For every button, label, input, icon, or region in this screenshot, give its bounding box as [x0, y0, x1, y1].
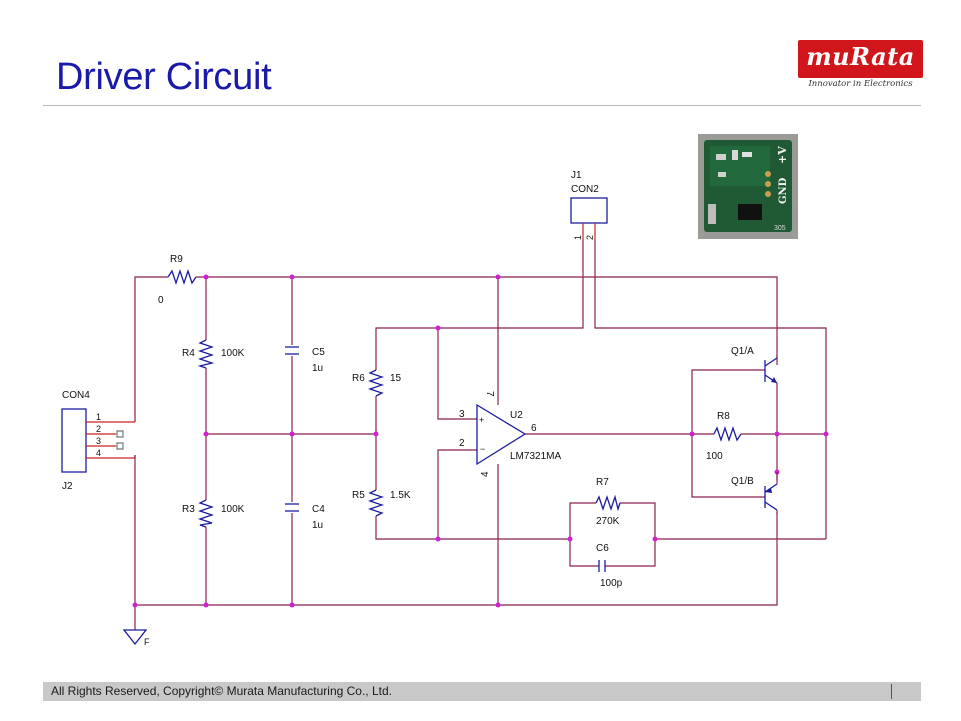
resistor-r9: R9 0: [158, 254, 197, 306]
photo-label-gnd: GND: [778, 177, 789, 204]
u2-ref: U2: [510, 410, 523, 421]
logo-tagline: Innovator in Electronics: [808, 79, 913, 89]
u2-pin-vp: 7: [484, 391, 495, 397]
c4-ref: C4: [312, 504, 325, 515]
junction-dot: [823, 431, 829, 437]
page-title: Driver Circuit: [56, 56, 272, 98]
junction-dot: [373, 431, 379, 437]
module-photo: +V GND 305: [698, 134, 798, 239]
j2-ref: J2: [62, 481, 73, 492]
j1-pin1: 1: [573, 235, 583, 240]
junction-dot: [289, 431, 295, 437]
c6-value: 100p: [600, 578, 623, 589]
junction-dot: [652, 536, 658, 542]
ground-symbol: F: [122, 629, 150, 647]
resistor-r6: R6 15: [352, 369, 402, 397]
photo-label-plus-v: +V: [776, 146, 789, 164]
capacitor-c6: C6 100p: [596, 543, 623, 589]
junction-dot: [203, 274, 209, 280]
r6-ref: R6: [352, 373, 365, 384]
u2-minus-sign: −: [480, 444, 485, 454]
r6-value: 15: [390, 373, 402, 384]
c5-ref: C5: [312, 347, 325, 358]
junction-dots: [132, 274, 829, 608]
resistor-r4: R4 100K: [182, 339, 245, 369]
r5-value: 1.5K: [390, 490, 411, 501]
wires: [134, 240, 827, 630]
opamp-u2: + − 3 2 6 7 4 U2 LM7321MA: [459, 391, 561, 477]
r7-ref: R7: [596, 477, 609, 488]
footer-divider: [891, 684, 892, 699]
r3-value: 100K: [221, 504, 245, 515]
r4-value: 100K: [221, 348, 245, 359]
r9-value: 0: [158, 295, 164, 306]
q1a-ref: Q1/A: [731, 346, 754, 357]
j2-pin-1: 1: [96, 412, 101, 422]
murata-logo: muRata Innovator in Electronics: [798, 40, 923, 92]
resistor-r5: R5 1.5K: [352, 489, 411, 517]
r8-value: 100: [706, 451, 723, 462]
r8-ref: R8: [717, 411, 730, 422]
u2-pin-plus: 3: [459, 409, 465, 420]
ground-label: F: [144, 637, 150, 647]
j2-pin-4: 4: [96, 448, 101, 458]
u2-pin-minus: 2: [459, 438, 465, 449]
title-divider: [43, 105, 921, 106]
c5-value: 1u: [312, 363, 323, 374]
photo-label-small: 305: [774, 225, 786, 232]
u2-plus-sign: +: [479, 415, 484, 425]
j2-pin-3: 3: [96, 436, 101, 446]
r7-value: 270K: [596, 516, 620, 527]
c4-value: 1u: [312, 520, 323, 531]
c6-ref: C6: [596, 543, 609, 554]
junction-dot: [689, 431, 695, 437]
junction-dot: [774, 431, 780, 437]
junction-dot: [495, 602, 501, 608]
u2-pin-out: 6: [531, 423, 537, 434]
q1b-ref: Q1/B: [731, 476, 754, 487]
junction-dot: [495, 274, 501, 280]
capacitor-c4: C4 1u: [285, 503, 325, 531]
resistor-r3: R3 100K: [182, 499, 245, 528]
u2-pin-vn: 4: [480, 471, 491, 477]
u2-part: LM7321MA: [510, 451, 561, 462]
junction-dot: [435, 536, 441, 542]
connector-j2: CON4 J2 1 2 3 4: [61, 390, 136, 492]
junction-dot: [289, 602, 295, 608]
logo-brand-text: muRata: [806, 42, 915, 71]
transistor-q1a: Q1/A: [731, 346, 778, 384]
logo-background: [798, 40, 923, 78]
capacitor-c5: C5 1u: [285, 346, 325, 374]
r3-ref: R3: [182, 504, 195, 515]
connector-j1: J1 CON2 1 2: [570, 170, 608, 240]
j2-part: CON4: [62, 390, 90, 401]
junction-dot: [435, 325, 441, 331]
j1-ref: J1: [571, 170, 582, 181]
transistor-q1b: Q1/B: [731, 472, 778, 514]
resistor-r8: R8 100: [706, 411, 742, 462]
junction-dot: [567, 536, 573, 542]
j1-pin2: 2: [585, 235, 595, 240]
junction-dot: [132, 602, 138, 608]
junction-dot: [203, 602, 209, 608]
r5-ref: R5: [352, 490, 365, 501]
r9-ref: R9: [170, 254, 183, 265]
copyright-text: All Rights Reserved, Copyright© Murata M…: [51, 684, 392, 698]
j1-part: CON2: [571, 184, 599, 195]
resistor-r7: R7 270K: [595, 477, 621, 527]
junction-dot: [203, 431, 209, 437]
junction-dot: [289, 274, 295, 280]
r4-ref: R4: [182, 348, 195, 359]
j2-pin-2: 2: [96, 424, 101, 434]
footer-bar: All Rights Reserved, Copyright© Murata M…: [43, 682, 921, 701]
